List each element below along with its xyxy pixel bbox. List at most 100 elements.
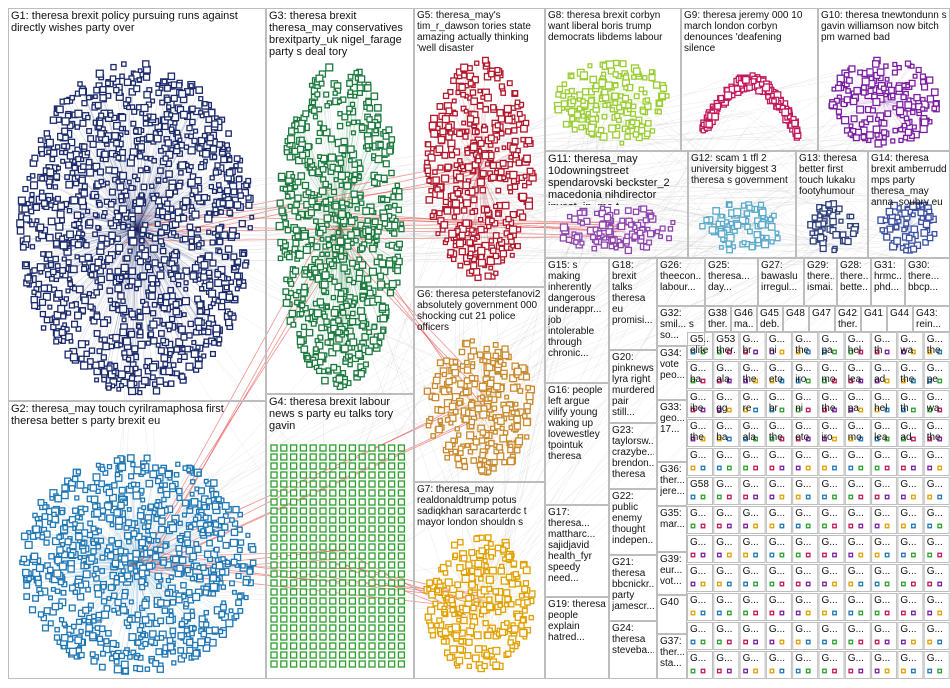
node-g1	[189, 204, 195, 209]
node-g4	[378, 525, 386, 533]
edge-g10	[883, 101, 905, 126]
node-g1	[88, 271, 95, 278]
node-g2	[213, 530, 219, 536]
node-g1	[151, 259, 159, 267]
node-g2	[77, 554, 83, 560]
node-g3	[333, 177, 339, 183]
node-g4	[270, 471, 278, 479]
node-g4	[270, 660, 278, 668]
node-g2	[111, 482, 118, 489]
node-g1	[215, 225, 224, 233]
edge-between-groups	[485, 122, 750, 568]
node-g4	[309, 507, 317, 515]
node-g2	[193, 540, 200, 547]
node-g2	[107, 552, 115, 560]
node-g4	[368, 552, 376, 560]
node-g3	[374, 122, 381, 129]
node-g4	[387, 624, 396, 632]
node-g2	[98, 663, 106, 671]
node-g4	[299, 579, 308, 587]
node-g4	[378, 624, 386, 632]
node-g1	[106, 365, 113, 372]
node-g1	[53, 318, 60, 326]
node-g4	[329, 453, 337, 461]
node-g1	[37, 137, 44, 144]
node-g1	[167, 350, 173, 357]
node-g3	[356, 165, 364, 173]
node-g4	[289, 498, 298, 506]
node-g3	[370, 179, 378, 187]
node-g1	[186, 223, 194, 231]
node-g1	[178, 373, 186, 380]
node-g4	[338, 633, 347, 641]
node-g2	[210, 591, 217, 597]
edge-g3	[321, 224, 341, 240]
node-g2	[152, 464, 159, 472]
node-g4	[348, 507, 357, 515]
node-g1	[30, 295, 38, 304]
edge-between-groups	[352, 230, 715, 247]
node-g1	[77, 225, 83, 231]
node-g2	[68, 551, 75, 559]
node-g2	[71, 475, 79, 483]
node-g2	[113, 665, 123, 674]
node-g3	[320, 287, 327, 294]
edge-g3	[319, 78, 341, 226]
node-g1	[29, 181, 39, 190]
node-g1	[143, 363, 149, 369]
node-g3	[356, 84, 364, 92]
node-g4	[319, 543, 327, 551]
node-g3	[347, 353, 353, 359]
node-g3	[350, 130, 356, 136]
node-g4	[397, 606, 406, 614]
node-g2	[130, 461, 136, 468]
node-g3	[342, 378, 348, 385]
node-g4	[387, 570, 396, 578]
node-g1	[180, 214, 188, 222]
node-g2	[113, 457, 121, 464]
node-g2	[75, 618, 83, 625]
node-g3	[325, 236, 332, 243]
edge-between-groups	[613, 98, 839, 220]
node-g4	[358, 561, 366, 569]
node-g3	[334, 244, 341, 251]
node-g1	[171, 265, 178, 272]
node-g2	[177, 632, 185, 640]
edge-between-groups	[468, 189, 901, 259]
node-g3	[394, 267, 402, 275]
node-g1	[118, 205, 128, 214]
node-g3	[322, 180, 329, 188]
node-g3	[334, 165, 342, 173]
node-g2	[140, 497, 146, 503]
node-g2	[95, 543, 102, 550]
node-g2	[108, 537, 116, 544]
node-g4	[358, 597, 366, 605]
node-g3	[377, 254, 383, 260]
node-g4	[309, 534, 317, 542]
node-g1	[218, 291, 227, 301]
node-g3	[305, 355, 311, 361]
node-g3	[321, 313, 328, 320]
node-g2	[168, 482, 176, 490]
node-g4	[397, 642, 406, 650]
node-g1	[85, 158, 93, 166]
node-g4	[397, 516, 406, 524]
node-g2	[128, 473, 135, 480]
node-g1	[93, 289, 100, 296]
node-g3	[357, 75, 366, 83]
node-g4	[309, 642, 317, 650]
node-g3	[347, 217, 356, 226]
node-g2	[37, 499, 45, 506]
node-g2	[213, 546, 220, 553]
node-g4	[378, 480, 386, 488]
node-g1	[149, 310, 157, 317]
node-g2	[120, 660, 129, 669]
edge-g10	[863, 101, 885, 131]
node-g1	[137, 143, 145, 151]
node-g1	[17, 196, 26, 205]
node-g1	[173, 346, 181, 353]
node-g2	[100, 610, 110, 619]
node-g4	[348, 597, 357, 605]
node-g4	[299, 561, 308, 569]
node-g3	[347, 73, 354, 80]
